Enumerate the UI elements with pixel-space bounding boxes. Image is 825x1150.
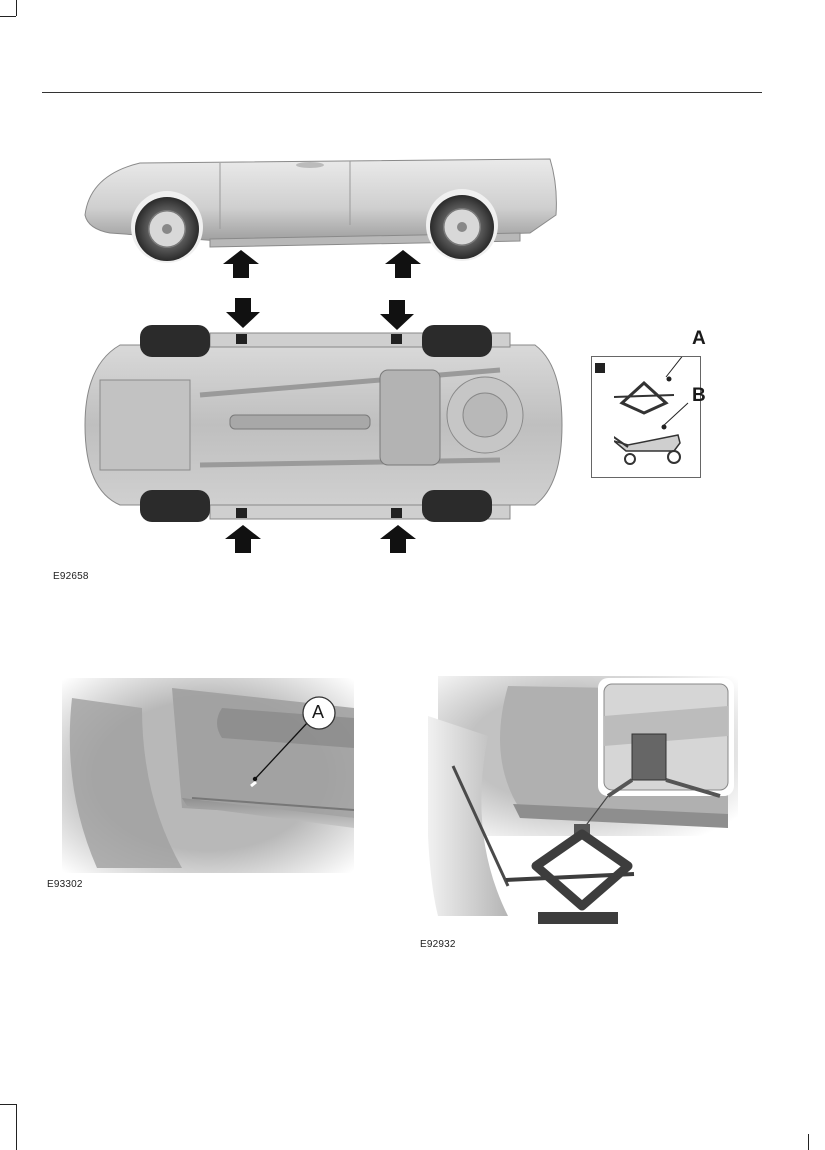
lift-arrow-bottom-front bbox=[225, 525, 261, 553]
jack-point-marker-illustration bbox=[62, 678, 354, 873]
figure-code-e93302: E93302 bbox=[47, 879, 83, 890]
crop-mark-bottom-left bbox=[16, 1104, 17, 1150]
car-side-view bbox=[80, 155, 560, 275]
lift-arrow-bottom-rear bbox=[380, 525, 416, 553]
label-a-jack-point: A bbox=[312, 702, 325, 722]
jack-point-marker-icon bbox=[595, 363, 605, 373]
figure-code-e92658: E92658 bbox=[53, 571, 89, 582]
lift-arrow-top-rear bbox=[380, 300, 414, 330]
crop-mark-top-left bbox=[16, 0, 17, 16]
lift-arrow-top-front bbox=[226, 298, 260, 328]
header-rule bbox=[42, 92, 762, 93]
label-b-trolley-jack: B bbox=[692, 385, 706, 406]
crop-mark-bottom-right bbox=[808, 1134, 809, 1150]
car-underbody-view bbox=[80, 325, 565, 530]
crop-mark-top-left-h bbox=[0, 16, 16, 17]
lift-arrow-side-rear bbox=[385, 250, 421, 278]
lift-arrow-side-front bbox=[223, 250, 259, 278]
jack-type-legend bbox=[591, 356, 701, 478]
jack-in-use-illustration bbox=[428, 676, 738, 930]
figure-code-e92932: E92932 bbox=[420, 939, 456, 950]
crop-mark-bottom-left-h bbox=[0, 1104, 16, 1105]
label-a-scissor-jack: A bbox=[692, 328, 706, 349]
